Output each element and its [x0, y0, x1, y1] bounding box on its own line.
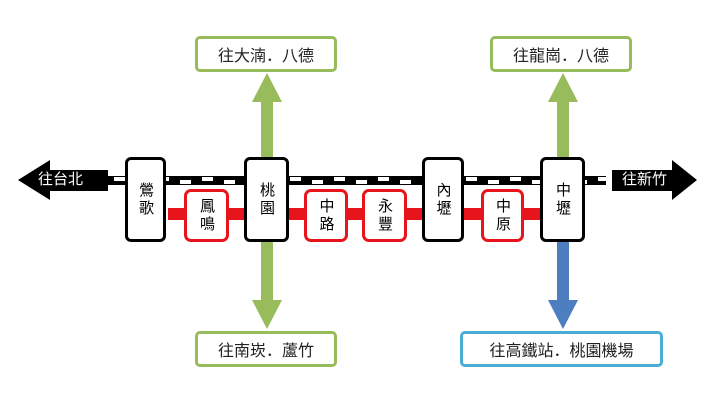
- station-yingge: 鶯歌: [125, 157, 166, 242]
- checker-segment: [400, 180, 411, 184]
- taoyuan-south-branch-arrow: [252, 242, 282, 329]
- direction-label-east: 往新竹: [622, 170, 668, 188]
- destination-taoyuan-north: 往大湳．八德: [195, 36, 337, 72]
- checker-segment: [224, 180, 235, 184]
- direction-label-west: 往台北: [38, 170, 84, 188]
- station-zhonglu: 中路: [304, 189, 348, 242]
- checker-segment: [378, 177, 389, 181]
- checker-segment: [202, 177, 213, 181]
- station-zhongli: 中壢: [540, 157, 585, 242]
- destination-taoyuan-south: 往南崁．蘆竹: [195, 331, 337, 367]
- checker-segment: [334, 177, 345, 181]
- checker-segment: [488, 180, 499, 184]
- destination-zhongli-south: 往高鐵站．桃園機場: [460, 331, 663, 367]
- station-zhongyuan: 中原: [481, 189, 524, 242]
- checker-segment: [598, 177, 609, 181]
- zhongli-south-branch-arrow: [548, 242, 578, 329]
- destination-zhongli-north: 往龍崗．八德: [490, 36, 632, 72]
- checker-segment: [356, 180, 367, 184]
- station-taoyuan: 桃園: [244, 157, 289, 242]
- checker-segment: [510, 177, 521, 181]
- checker-segment: [114, 177, 125, 181]
- checker-segment: [312, 180, 323, 184]
- taoyuan-north-branch-arrow: [252, 73, 282, 158]
- zhongli-north-branch-arrow: [548, 73, 578, 158]
- checker-segment: [466, 177, 477, 181]
- station-yongfeng: 永豐: [362, 189, 407, 242]
- east-direction-arrow: [612, 160, 697, 200]
- checker-segment: [290, 177, 301, 181]
- station-fengming: 鳳鳴: [184, 189, 229, 242]
- checker-segment: [180, 180, 191, 184]
- station-neili: 內壢: [422, 157, 464, 242]
- checker-segment: [532, 180, 543, 184]
- west-direction-arrow: [18, 160, 108, 200]
